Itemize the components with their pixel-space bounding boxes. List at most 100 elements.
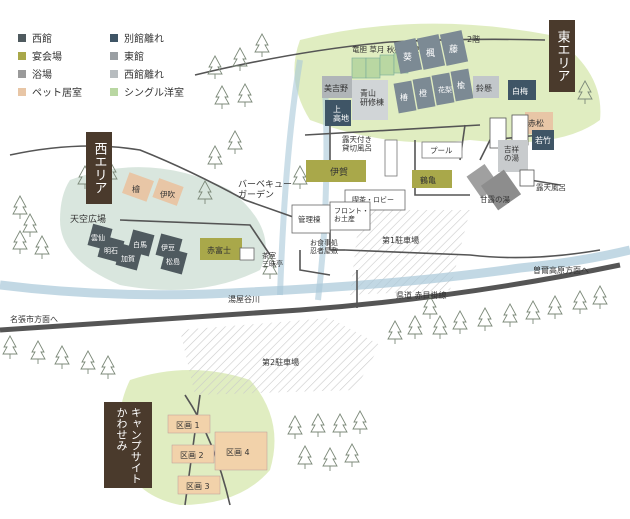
private-bath-building[interactable] (384, 139, 398, 177)
akafuji-banquet[interactable] (200, 238, 242, 260)
legend-label: シングル洋室 (124, 88, 184, 99)
tree-icon (207, 55, 223, 79)
legend-item: 東館 (110, 48, 144, 63)
kissho-bath[interactable] (498, 140, 528, 172)
tree-icon (592, 285, 608, 309)
iga-banquet[interactable] (306, 160, 366, 182)
camp-area-badge: キャンプサイト かわせみ (104, 402, 152, 488)
tsurukame-banquet[interactable] (412, 170, 452, 188)
legend-item: シングル洋室 (110, 84, 184, 99)
hakubai-label: 白梅 (512, 86, 528, 96)
annex-east-row1[interactable] (393, 30, 469, 74)
tree-icon (12, 195, 28, 219)
tree-icon (30, 340, 46, 364)
to-soni-label: 曽爾高原方面へ (533, 265, 589, 275)
legend-item: 別館離れ (110, 30, 164, 45)
parking2-label: 第2駐車場 (262, 357, 299, 367)
tree-icon (237, 83, 253, 107)
akamatsu-building[interactable] (525, 112, 553, 134)
tree-icon (54, 345, 70, 369)
legend-item: ペット居室 (18, 84, 82, 99)
legend-swatch (18, 33, 26, 42)
tree-icon (207, 145, 223, 169)
west-room-hakuba: 白馬 (133, 240, 147, 249)
legend-item: 宴会場 (18, 48, 62, 63)
aoyama-building[interactable] (352, 80, 388, 120)
floor2-label: 2階 (467, 34, 480, 44)
camp-plots[interactable] (167, 414, 268, 495)
west-room-matsushima: 松島 (166, 257, 180, 266)
camp-plot-1: 区画 1 (176, 421, 200, 430)
bbq-label: バーベキューガーデン (238, 179, 292, 200)
tenku-label: 天空広場 (70, 213, 106, 225)
tree-icon (344, 443, 360, 467)
road-label: 県道 赤目掛線 (396, 290, 447, 300)
annex-tsubaki: 椿 (400, 92, 408, 102)
annex-east-row2[interactable] (393, 68, 474, 114)
hinoki-label: 檜 (132, 184, 140, 194)
rotenburo2-building[interactable] (519, 169, 535, 187)
legend-label: 別館離れ (124, 34, 164, 45)
hinoki-building[interactable] (122, 172, 154, 202)
river-path (0, 245, 630, 300)
tree-icon (292, 165, 308, 189)
tree-icon (197, 180, 213, 204)
west-rooms[interactable] (87, 223, 188, 275)
to-nabari-label: 名張市方面へ (10, 314, 58, 324)
legend-label: ペット居室 (32, 88, 82, 99)
east-area-badge: 東エリア (549, 20, 575, 92)
miyoshino-building[interactable] (322, 76, 352, 98)
tree-icon (452, 310, 468, 334)
front-building[interactable] (329, 201, 371, 231)
camp-plot-3: 区画 3 (186, 482, 210, 491)
chashitsu-label: 茶室三昧亭 (262, 251, 283, 268)
wakatake-building[interactable] (532, 130, 554, 150)
legend-item: 浴場 (18, 66, 52, 81)
chashitsu-building[interactable] (239, 247, 255, 261)
pool-building[interactable] (421, 141, 463, 159)
river-label: 湯屋谷川 (228, 294, 260, 304)
suzukake-label: 鈴懸 (476, 83, 492, 93)
legend-swatch (110, 87, 118, 96)
west-area-badge: 西エリア (86, 132, 112, 204)
kanri-building[interactable] (291, 204, 331, 234)
legend-label: 宴会場 (32, 52, 62, 63)
legend-item: 西館 (18, 30, 52, 45)
west-room-unzen: 雲仙 (91, 233, 105, 242)
amatsuyu-bath[interactable] (466, 164, 522, 211)
legend-swatch (18, 51, 26, 60)
tree-icon (310, 413, 326, 437)
lobby-label: 喫茶・ロビー (352, 195, 394, 204)
legend-swatch (110, 51, 118, 60)
legend-swatch (18, 69, 26, 78)
kamikochi-label: 上高地 (333, 105, 349, 123)
tree-icon (22, 213, 38, 237)
legend-label: 西館 (32, 34, 52, 45)
tree-icon (80, 350, 96, 374)
ibuki-building[interactable] (152, 178, 184, 206)
tree-icon (254, 33, 270, 57)
hakubai-building[interactable] (508, 80, 536, 100)
tree-icon (227, 130, 243, 154)
legend-label: 浴場 (32, 70, 52, 81)
kanri-label: 管理棟 (298, 214, 321, 224)
iga-label: 伊賀 (330, 166, 348, 178)
tree-icon (100, 355, 116, 379)
west-area-label: 西エリア (91, 142, 107, 194)
tree-icon (297, 445, 313, 469)
tree-icon (214, 85, 230, 109)
tree-icon (502, 303, 518, 327)
tree-icon (577, 80, 593, 104)
tree-icon (525, 300, 541, 324)
shokuji-label: お食事処忍者屋敷 (310, 238, 338, 255)
annex-nire: 楡 (457, 80, 465, 90)
pool-label: プール (430, 146, 453, 155)
suzukake-building[interactable] (473, 76, 499, 98)
west-room-kaga: 加賀 (121, 254, 135, 263)
tree-icon (432, 315, 448, 339)
tree-icon (232, 47, 248, 71)
tree-icon (387, 320, 403, 344)
kamikochi-building[interactable] (325, 100, 351, 126)
